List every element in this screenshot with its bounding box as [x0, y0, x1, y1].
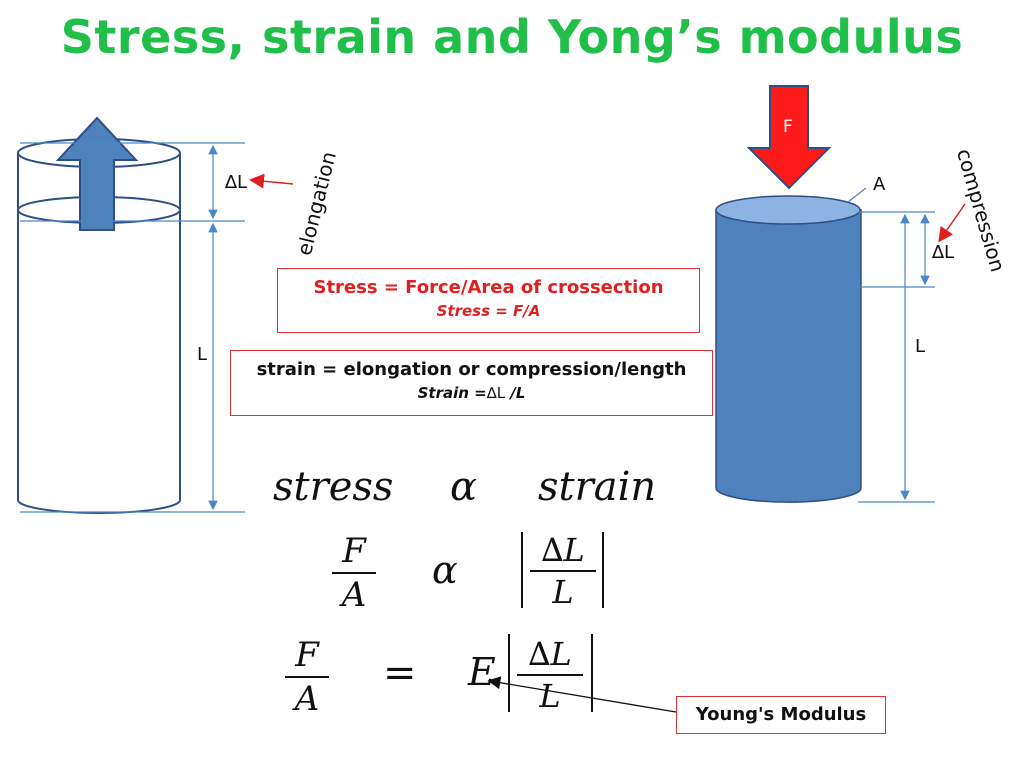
right-delta-l-label: ∆L — [932, 242, 955, 263]
youngs-pointer — [487, 676, 677, 713]
eq1-proportional-symbol: α — [450, 464, 478, 510]
right-length-label: L — [915, 336, 926, 357]
left-cylinder — [17, 116, 181, 514]
youngs-modulus-label: Young's Modulus — [695, 704, 867, 725]
stress-definition-text: Stress = Force/Area of crossection — [313, 277, 664, 298]
force-arrow-icon — [746, 85, 832, 190]
eq1-strain: strain — [538, 464, 657, 510]
eq3-equals-sign: = — [383, 650, 417, 696]
right-dimensions — [858, 211, 935, 503]
elongation-pointer — [249, 173, 294, 189]
area-pointer — [847, 187, 867, 203]
eq1-stress: stress — [273, 464, 394, 510]
eq2-proportional-symbol: α — [432, 548, 458, 592]
stress-formula-text: Stress = F/A — [436, 302, 541, 320]
abs-bars — [508, 532, 604, 712]
area-label: A — [873, 174, 886, 195]
left-length-label: L — [197, 344, 208, 365]
strain-definition-box: strain = elongation or compression/lengt… — [230, 350, 713, 416]
stress-definition-box: Stress = Force/Area of crossection Stres… — [277, 268, 700, 333]
pull-arrow-icon — [55, 116, 139, 231]
eq3-modulus-symbol: E — [468, 650, 496, 694]
page-title: Stress, strain and Yong’s modulus — [60, 10, 964, 64]
right-cylinder — [715, 85, 862, 503]
compression-pointer — [938, 203, 966, 243]
left-delta-l-label: ∆L — [225, 172, 248, 193]
left-dimensions — [20, 142, 245, 513]
strain-definition-text: strain = elongation or compression/lengt… — [256, 359, 687, 380]
strain-formula-text: Strain =∆L /L — [417, 384, 526, 402]
force-label: F — [783, 117, 793, 137]
youngs-modulus-box: Young's Modulus — [676, 696, 886, 734]
